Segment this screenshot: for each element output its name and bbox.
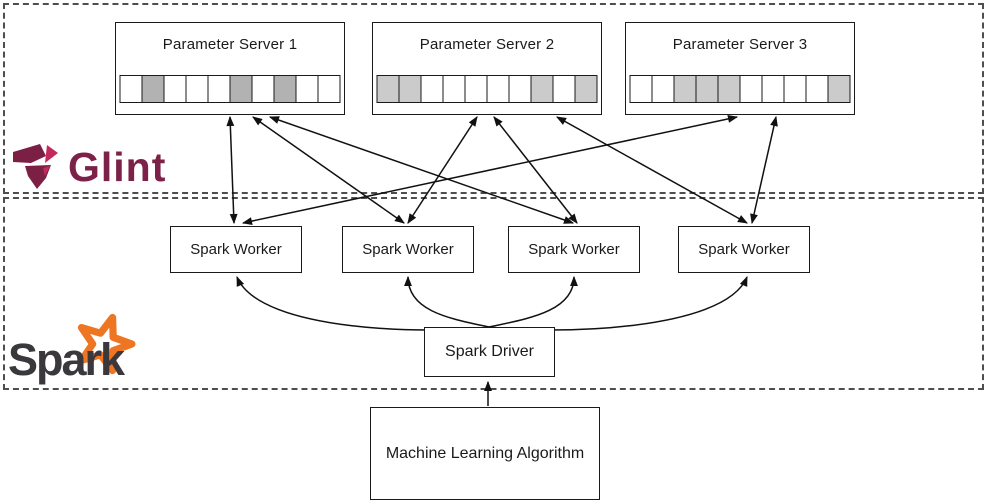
parameter-server-3-partitions [629, 75, 851, 103]
partition-cell [163, 75, 187, 103]
parameter-server-1-partitions [119, 75, 341, 103]
partition-cell [119, 75, 143, 103]
spark-worker-1: Spark Worker [170, 226, 302, 273]
partition-cell-shaded [717, 75, 741, 103]
partition-cell [651, 75, 675, 103]
spark-worker-2-label: Spark Worker [362, 241, 454, 258]
partition-cell [317, 75, 341, 103]
machine-learning-algorithm: Machine Learning Algorithm [370, 407, 600, 500]
partition-cell-shaded [827, 75, 851, 103]
parameter-server-1-label: Parameter Server 1 [162, 36, 298, 53]
partition-cell [629, 75, 653, 103]
partition-cell [185, 75, 209, 103]
partition-cell [295, 75, 319, 103]
partition-cell-shaded [376, 75, 400, 103]
partition-cell [464, 75, 488, 103]
spark-star-icon [77, 313, 136, 375]
spark-logo: Spark [8, 310, 168, 390]
spark-worker-3: Spark Worker [508, 226, 640, 273]
machine-learning-algorithm-label: Machine Learning Algorithm [385, 444, 585, 462]
partition-cell-shaded [141, 75, 165, 103]
partition-cell [805, 75, 829, 103]
partition-cell-shaded [574, 75, 598, 103]
spark-driver: Spark Driver [424, 327, 555, 377]
partition-cell-shaded [398, 75, 422, 103]
glint-wordmark: Glint [68, 143, 167, 190]
parameter-server-1: Parameter Server 1 [115, 22, 345, 115]
glint-logo: Glint [10, 143, 166, 191]
parameter-server-2-partitions [376, 75, 598, 103]
partition-cell [442, 75, 466, 103]
parameter-server-3: Parameter Server 3 [625, 22, 855, 115]
spark-worker-4: Spark Worker [678, 226, 810, 273]
glint-icon [13, 144, 58, 189]
partition-cell [739, 75, 763, 103]
partition-cell-shaded [673, 75, 697, 103]
partition-cell [761, 75, 785, 103]
partition-cell [420, 75, 444, 103]
partition-cell-shaded [273, 75, 297, 103]
spark-worker-2: Spark Worker [342, 226, 474, 273]
spark-wordmark: Spark [8, 334, 125, 385]
spark-driver-label: Spark Driver [445, 343, 534, 360]
parameter-server-3-label: Parameter Server 3 [672, 36, 808, 53]
parameter-server-2: Parameter Server 2 [372, 22, 602, 115]
partition-cell [207, 75, 231, 103]
spark-worker-3-label: Spark Worker [528, 241, 620, 258]
partition-cell-shaded [229, 75, 253, 103]
spark-worker-1-label: Spark Worker [190, 241, 282, 258]
partition-cell-shaded [695, 75, 719, 103]
partition-cell [486, 75, 510, 103]
parameter-server-2-label: Parameter Server 2 [419, 36, 555, 53]
partition-cell [552, 75, 576, 103]
partition-cell-shaded [530, 75, 554, 103]
partition-cell [251, 75, 275, 103]
partition-cell [783, 75, 807, 103]
spark-worker-4-label: Spark Worker [698, 241, 790, 258]
partition-cell [508, 75, 532, 103]
